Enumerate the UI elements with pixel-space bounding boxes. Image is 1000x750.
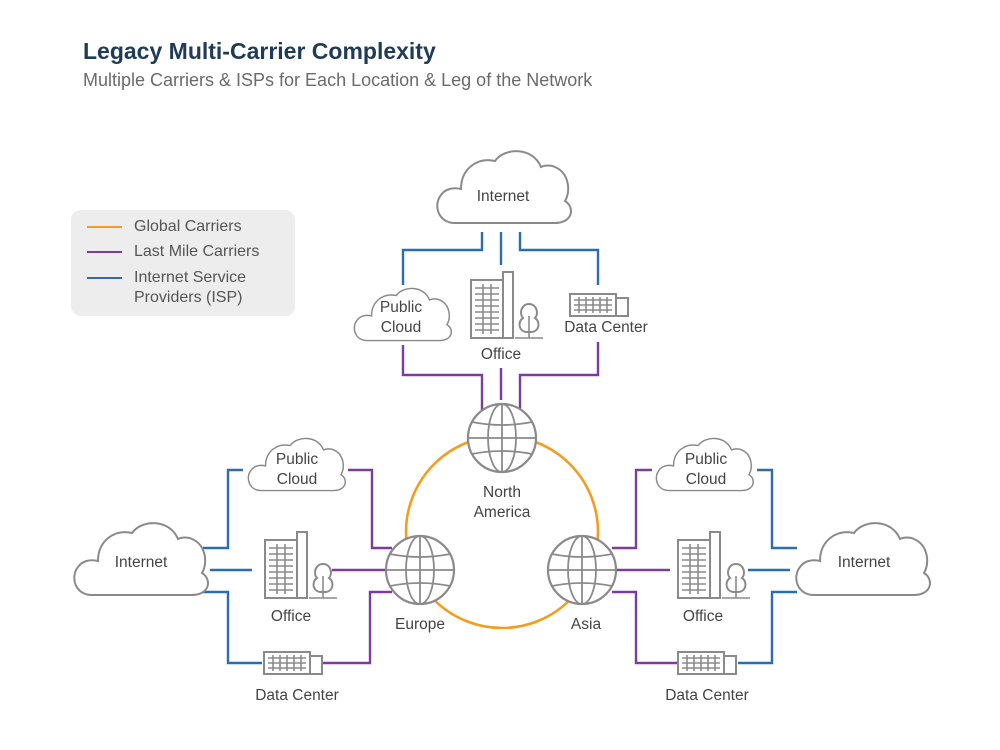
west-cloud-label-2: Cloud: [277, 471, 318, 488]
west-internet-label: Internet: [115, 554, 168, 571]
east-isp-links: [738, 468, 797, 665]
west-office-label: Office: [271, 608, 311, 625]
legend-global-line: [87, 226, 122, 228]
west-last-mile-links: [323, 468, 392, 665]
legend-isp-label-1: Internet Service: [134, 269, 247, 286]
north-office-label: Office: [481, 346, 521, 363]
west-datacenter-icon: Data Center: [255, 651, 339, 704]
page-title: Legacy Multi-Carrier Complexity: [83, 38, 436, 64]
asia-hub-label: Asia: [571, 616, 602, 633]
north-isp-links: [401, 232, 600, 285]
north-cloud-label-1: Public: [380, 299, 422, 316]
legend-isp-label-2: Providers (ISP): [134, 289, 243, 306]
north-cloud-label-2: Cloud: [381, 319, 422, 336]
legend-isp-line: [87, 277, 122, 279]
north-last-mile-links: [401, 342, 600, 410]
east-datacenter-icon: Data Center: [665, 651, 749, 704]
east-office-label: Office: [683, 608, 723, 625]
east-last-mile-links: [612, 468, 677, 665]
north-america-globe-icon: North America: [466, 402, 538, 521]
east-internet-cloud-icon: Internet: [795, 522, 931, 596]
legend: Global Carriers Last Mile Carriers Inter…: [71, 210, 295, 316]
east-cloud-label-1: Public: [685, 451, 727, 468]
north-internet-cloud-icon: Internet: [436, 150, 572, 224]
west-office-icon: Office: [264, 531, 338, 625]
north-hub-label-2: America: [474, 504, 531, 521]
europe-globe-icon: Europe: [384, 534, 456, 633]
asia-globe-icon: Asia: [546, 534, 618, 633]
east-internet-label: Internet: [838, 554, 891, 571]
europe-hub-label: Europe: [395, 616, 445, 633]
page-subtitle: Multiple Carriers & ISPs for Each Locati…: [83, 70, 593, 90]
west-public-cloud-icon: Public Cloud: [247, 437, 347, 492]
north-public-cloud-icon: Public Cloud: [353, 287, 453, 342]
legend-last-mile-line: [87, 251, 122, 253]
east-cloud-label-2: Cloud: [686, 471, 727, 488]
east-public-cloud-icon: Public Cloud: [655, 437, 755, 492]
north-office-icon: Office: [470, 271, 544, 363]
north-datacenter-icon: Data Center: [564, 293, 648, 336]
legend-global-label: Global Carriers: [134, 218, 242, 235]
west-isp-links: [203, 468, 262, 665]
north-internet-label: Internet: [477, 188, 530, 205]
east-office-icon: Office: [677, 531, 751, 625]
west-cloud-label-1: Public: [276, 451, 318, 468]
north-datacenter-label: Data Center: [564, 319, 648, 336]
east-datacenter-label: Data Center: [665, 687, 749, 704]
west-internet-cloud-icon: Internet: [73, 522, 209, 596]
north-hub-label-1: North: [483, 484, 521, 501]
legend-last-mile-label: Last Mile Carriers: [134, 243, 260, 260]
west-datacenter-label: Data Center: [255, 687, 339, 704]
